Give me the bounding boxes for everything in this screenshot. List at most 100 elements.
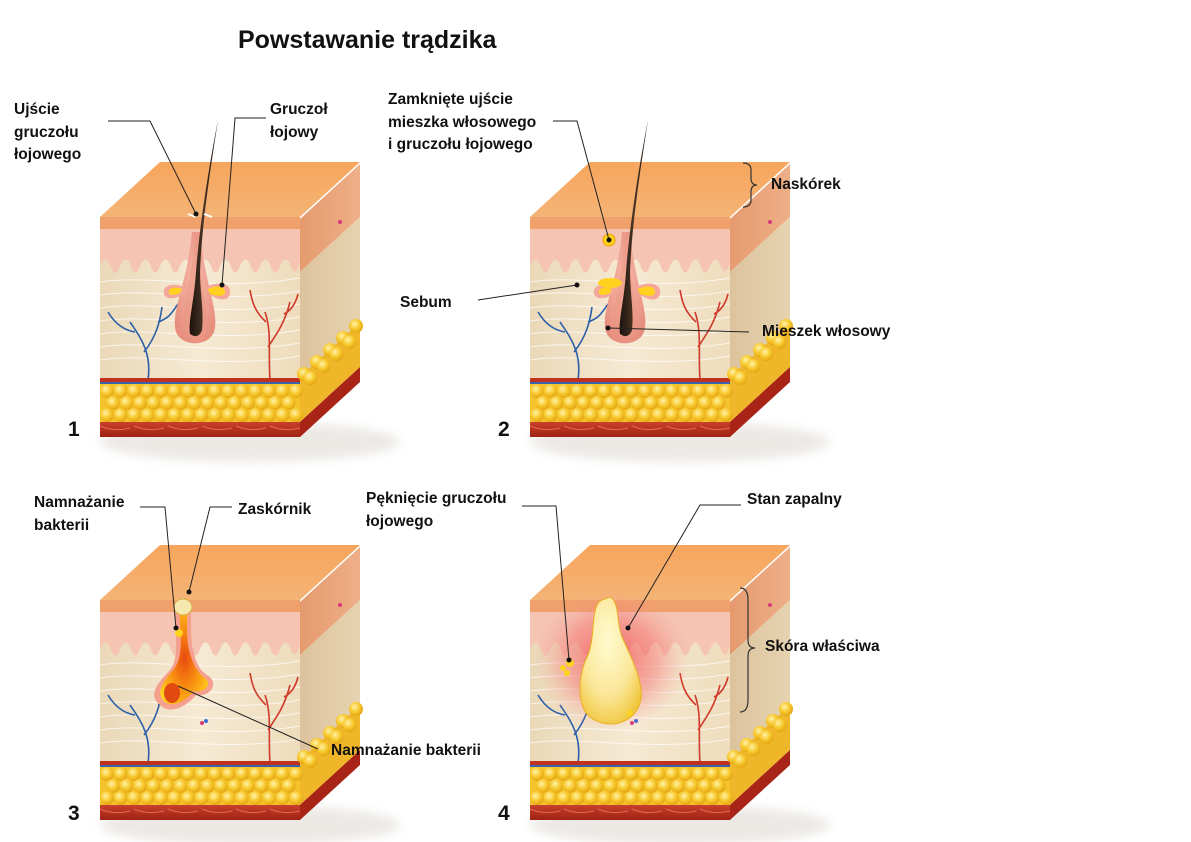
fat-cell xyxy=(262,384,276,398)
fat-cell xyxy=(692,408,706,422)
label-bacteria-multiplication: Namnażanie bakterii xyxy=(34,494,125,534)
fat-cell xyxy=(100,767,114,781)
fat-cell-side xyxy=(733,371,748,385)
fat-cell xyxy=(281,779,296,793)
fat-cell xyxy=(173,779,188,793)
fat-cell xyxy=(119,396,134,410)
fat-cell xyxy=(200,396,215,410)
fat-cell xyxy=(644,396,658,410)
fat-cell xyxy=(167,791,182,805)
cell-dot xyxy=(768,603,772,607)
fat-cell xyxy=(651,384,666,398)
fat-cell-side xyxy=(779,702,793,716)
fat-cell xyxy=(167,384,182,398)
fat-cell xyxy=(235,767,249,781)
leader-dot xyxy=(574,282,580,288)
dermis-fiber xyxy=(529,342,731,349)
fat-cell-side xyxy=(746,359,761,373)
fat-cell xyxy=(235,791,249,805)
label-dermis: Skóra właściwa xyxy=(765,638,880,655)
label-bacteria-multiplication-lower: Namnażanie bakterii xyxy=(331,742,481,759)
leader-dot xyxy=(625,625,631,631)
muscle-fiber xyxy=(529,425,561,431)
fat-cell-side xyxy=(303,371,318,385)
vessel-layer xyxy=(530,378,730,382)
fat-cell xyxy=(221,384,236,398)
sebum-leak xyxy=(564,670,570,676)
leader-dot xyxy=(186,589,192,595)
fat-cell xyxy=(127,384,141,398)
fat-cell xyxy=(719,384,733,398)
fat-cell xyxy=(194,384,209,398)
fat-cell xyxy=(638,791,652,805)
fat-cell xyxy=(194,791,209,805)
artery xyxy=(249,672,299,764)
fat-cell-side xyxy=(733,754,748,768)
fat-cell xyxy=(106,396,120,410)
fat-cell xyxy=(146,779,161,793)
fat-cell xyxy=(570,791,585,805)
fat-cell xyxy=(227,779,242,793)
fat-cell xyxy=(106,779,120,793)
fat-cell xyxy=(665,767,679,781)
dermis-fiber xyxy=(99,738,301,745)
leader-dot xyxy=(193,211,199,217)
fat-cell xyxy=(651,408,666,422)
muscle-fiber xyxy=(665,425,697,431)
fat-cell xyxy=(200,779,215,793)
fat-cell-side xyxy=(342,718,357,732)
fat-cell xyxy=(549,779,564,793)
fat-cell xyxy=(536,779,550,793)
hair-shaft xyxy=(189,120,218,337)
leader-blackhead xyxy=(188,506,232,593)
fat-cell xyxy=(543,791,558,805)
fat-cell xyxy=(684,779,699,793)
fat-cell xyxy=(711,779,726,793)
label-inflammation: Stan zapalny xyxy=(747,491,842,508)
fat-cell-side xyxy=(349,702,363,716)
label-epidermis: Naskórek xyxy=(771,176,841,193)
skin-block-4 xyxy=(529,545,830,842)
fat-cell xyxy=(262,791,276,805)
fat-cell xyxy=(133,396,147,410)
fat-cell xyxy=(611,384,625,398)
label-closed-follicle-opening: Zamknięte ujście mieszka włosowego i gru… xyxy=(388,91,537,153)
fat-cell xyxy=(235,384,249,398)
fat-cell xyxy=(235,408,249,422)
fat-cell xyxy=(719,767,733,781)
sebum-left xyxy=(598,287,612,295)
fat-cell xyxy=(590,396,604,410)
cell-dot xyxy=(338,220,342,224)
dermis-side xyxy=(300,217,360,377)
fat-cell xyxy=(154,791,168,805)
fat-cell xyxy=(262,408,276,422)
sebum-right xyxy=(638,286,656,296)
fat-cell xyxy=(557,384,571,398)
muscle-layer xyxy=(100,805,300,820)
fat-cell xyxy=(160,396,174,410)
fat-cell xyxy=(530,408,544,422)
fat-cell xyxy=(208,408,222,422)
fat-cell xyxy=(692,767,706,781)
cell-dot xyxy=(204,719,208,723)
fat-cell xyxy=(584,384,598,398)
fat-cell xyxy=(208,767,222,781)
leader-dot xyxy=(566,657,572,663)
fat-cell xyxy=(221,408,236,422)
fat-cell xyxy=(289,791,303,805)
fat-cell xyxy=(543,767,558,781)
muscle-fiber xyxy=(597,425,629,431)
fat-cell xyxy=(248,767,263,781)
fat-cell xyxy=(281,396,296,410)
artery xyxy=(249,289,299,381)
fat-cell xyxy=(160,779,174,793)
vessel-layer-blue xyxy=(530,765,730,767)
muscle-layer xyxy=(530,805,730,820)
fat-cell xyxy=(711,396,726,410)
fat-cell xyxy=(187,396,201,410)
muscle-fiber xyxy=(665,808,697,814)
fat-cell xyxy=(630,396,645,410)
fat-cell xyxy=(576,779,591,793)
fat-cell xyxy=(530,767,544,781)
fat-cell xyxy=(624,408,639,422)
